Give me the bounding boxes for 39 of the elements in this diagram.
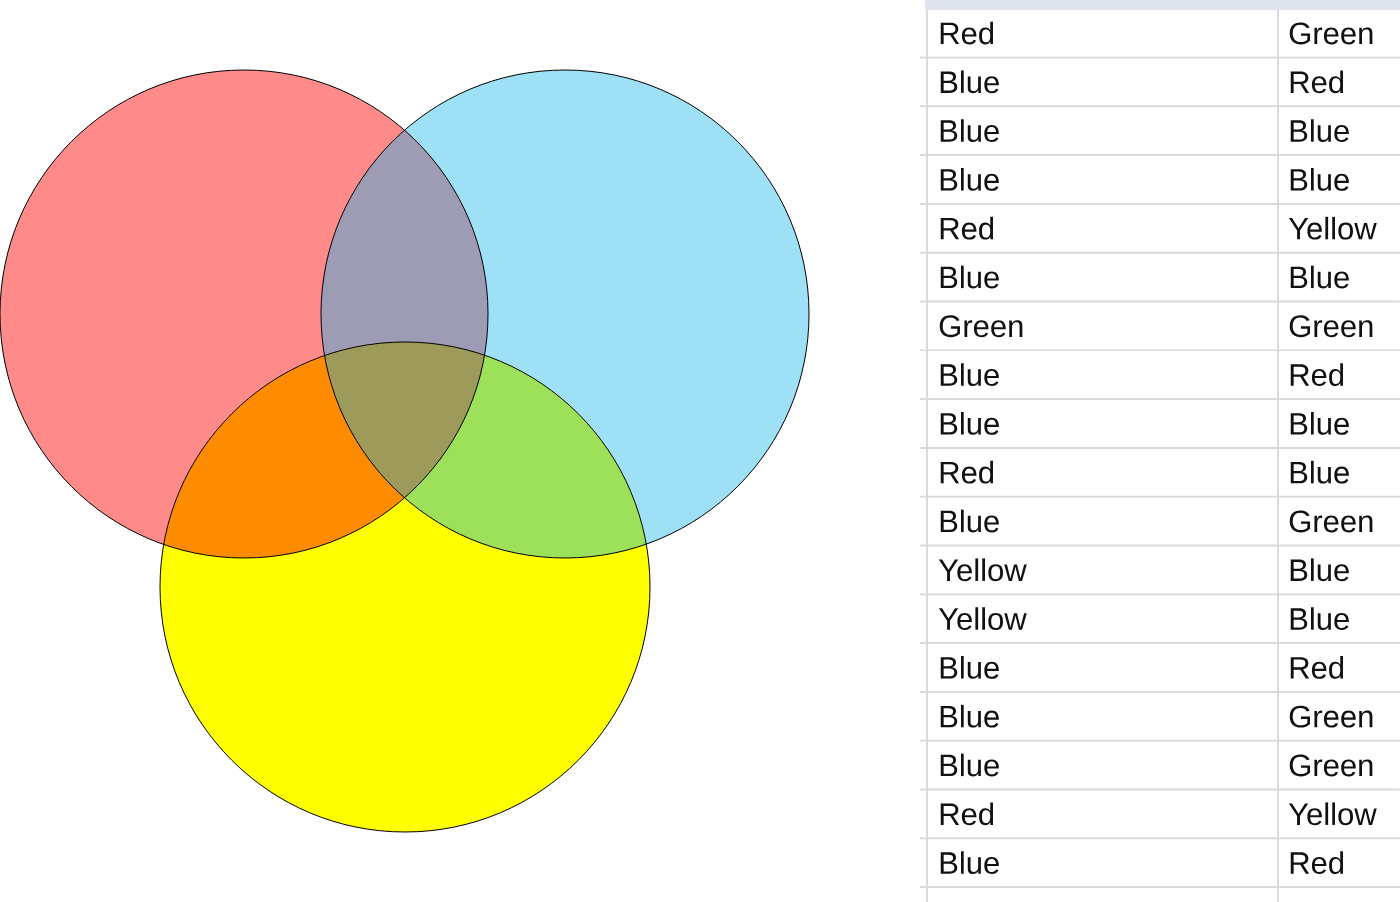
cell-text: Blue	[1290, 119, 1349, 142]
cell-text: Blue	[940, 70, 999, 94]
cell-text: Red	[940, 21, 994, 45]
cell-text: Blue	[1290, 607, 1349, 630]
cell-text: Yellow	[1288, 216, 1377, 240]
cell-text: Blue	[1290, 265, 1349, 289]
venn-circle	[0, 69, 489, 559]
cell-text: Yellow	[938, 558, 1027, 582]
cell-text: Yellow	[1288, 802, 1377, 826]
cell-text: Blue	[1290, 460, 1349, 484]
cell-text: Red	[1290, 851, 1344, 874]
cell-text: Blue	[940, 753, 999, 777]
cell-text: Green	[1289, 315, 1373, 338]
venn-circle	[159, 341, 651, 833]
cell-text: Red	[1290, 363, 1344, 386]
cell-text: Blue	[1290, 558, 1349, 582]
cell-text: Blue	[940, 656, 999, 679]
cell-text: Green	[1289, 510, 1373, 533]
cell-text: Red	[1290, 70, 1344, 94]
cell-text: Green	[939, 315, 1023, 338]
cell-text: Blue	[940, 168, 999, 191]
cell-text: Red	[940, 460, 994, 484]
cell-text: Blue	[940, 412, 999, 435]
cell-text: Green	[1289, 22, 1373, 45]
cell-text: Red	[940, 216, 994, 240]
cell-text: Blue	[940, 119, 999, 142]
cell-text: Blue	[940, 265, 999, 289]
cell-text: Blue	[940, 363, 999, 386]
cell-text: Blue	[940, 509, 999, 533]
venn-circle	[320, 69, 810, 559]
cell-text: Red	[940, 802, 994, 826]
cell-text: Red	[1290, 656, 1344, 679]
cell-text: Blue	[1290, 412, 1349, 435]
cell-text: Blue	[1290, 168, 1349, 191]
cell-text: Blue	[940, 704, 999, 728]
cell-text: Blue	[940, 851, 999, 874]
cell-text: Yellow	[938, 607, 1027, 630]
cell-text: Green	[1289, 754, 1373, 777]
cell-text: Green	[1289, 705, 1373, 728]
